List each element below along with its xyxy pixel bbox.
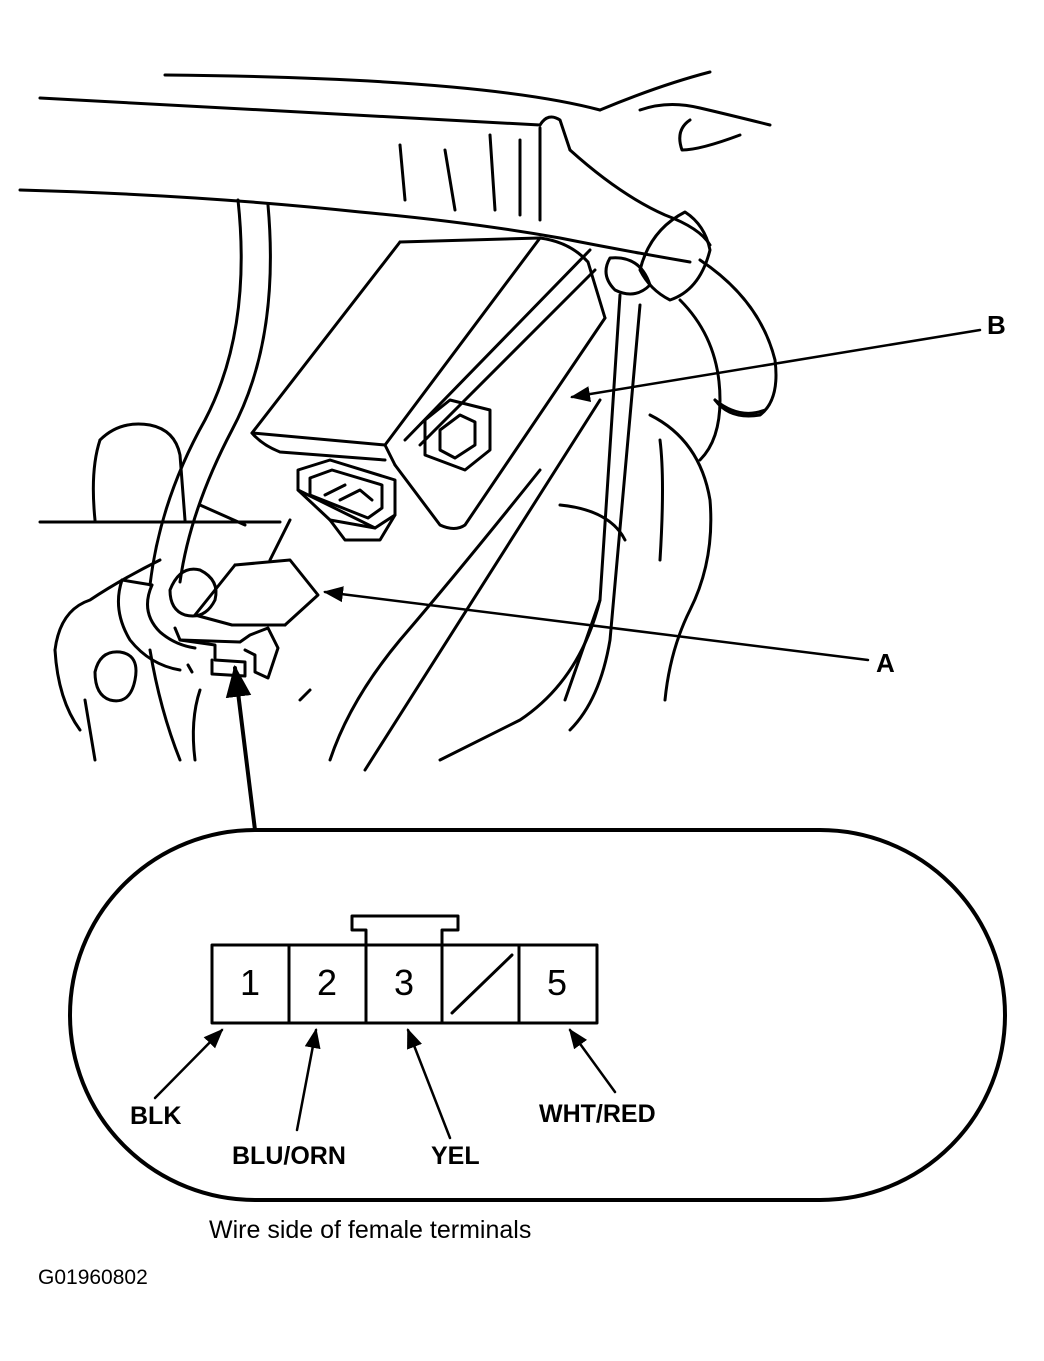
callout-b-leader bbox=[570, 328, 982, 402]
wire-leader-wht-red bbox=[568, 1028, 617, 1094]
detail-outline bbox=[68, 828, 1007, 1202]
wire-harness bbox=[116, 198, 272, 672]
wire-label-wht-red: WHT/RED bbox=[539, 1100, 656, 1128]
callout-a: A bbox=[876, 648, 895, 678]
connector-face bbox=[210, 914, 599, 1025]
module-b bbox=[250, 236, 607, 542]
body-panel-left bbox=[38, 422, 292, 762]
pin-3: 3 bbox=[393, 962, 415, 1003]
callout-b: B bbox=[987, 310, 1006, 340]
callout-a-leader bbox=[323, 586, 870, 662]
wire-label-yel: YEL bbox=[431, 1142, 480, 1170]
wire-label-blu-orn: BLU/ORN bbox=[232, 1142, 346, 1170]
caption: Wire side of female terminals bbox=[209, 1216, 532, 1244]
pin-2: 2 bbox=[316, 962, 338, 1003]
wire-leader-yel bbox=[406, 1028, 452, 1140]
wire-label-blk: BLK bbox=[130, 1102, 182, 1130]
body-panel-right bbox=[298, 293, 713, 772]
pin-1: 1 bbox=[239, 962, 261, 1003]
vehicle-frame bbox=[18, 70, 778, 462]
pin-5: 5 bbox=[546, 962, 568, 1003]
wire-leader-blu-orn bbox=[295, 1028, 321, 1132]
wire-leader-blk bbox=[153, 1028, 224, 1100]
figure-id: G01960802 bbox=[38, 1266, 148, 1289]
connector-a bbox=[173, 558, 320, 680]
detail-leader bbox=[225, 664, 257, 832]
